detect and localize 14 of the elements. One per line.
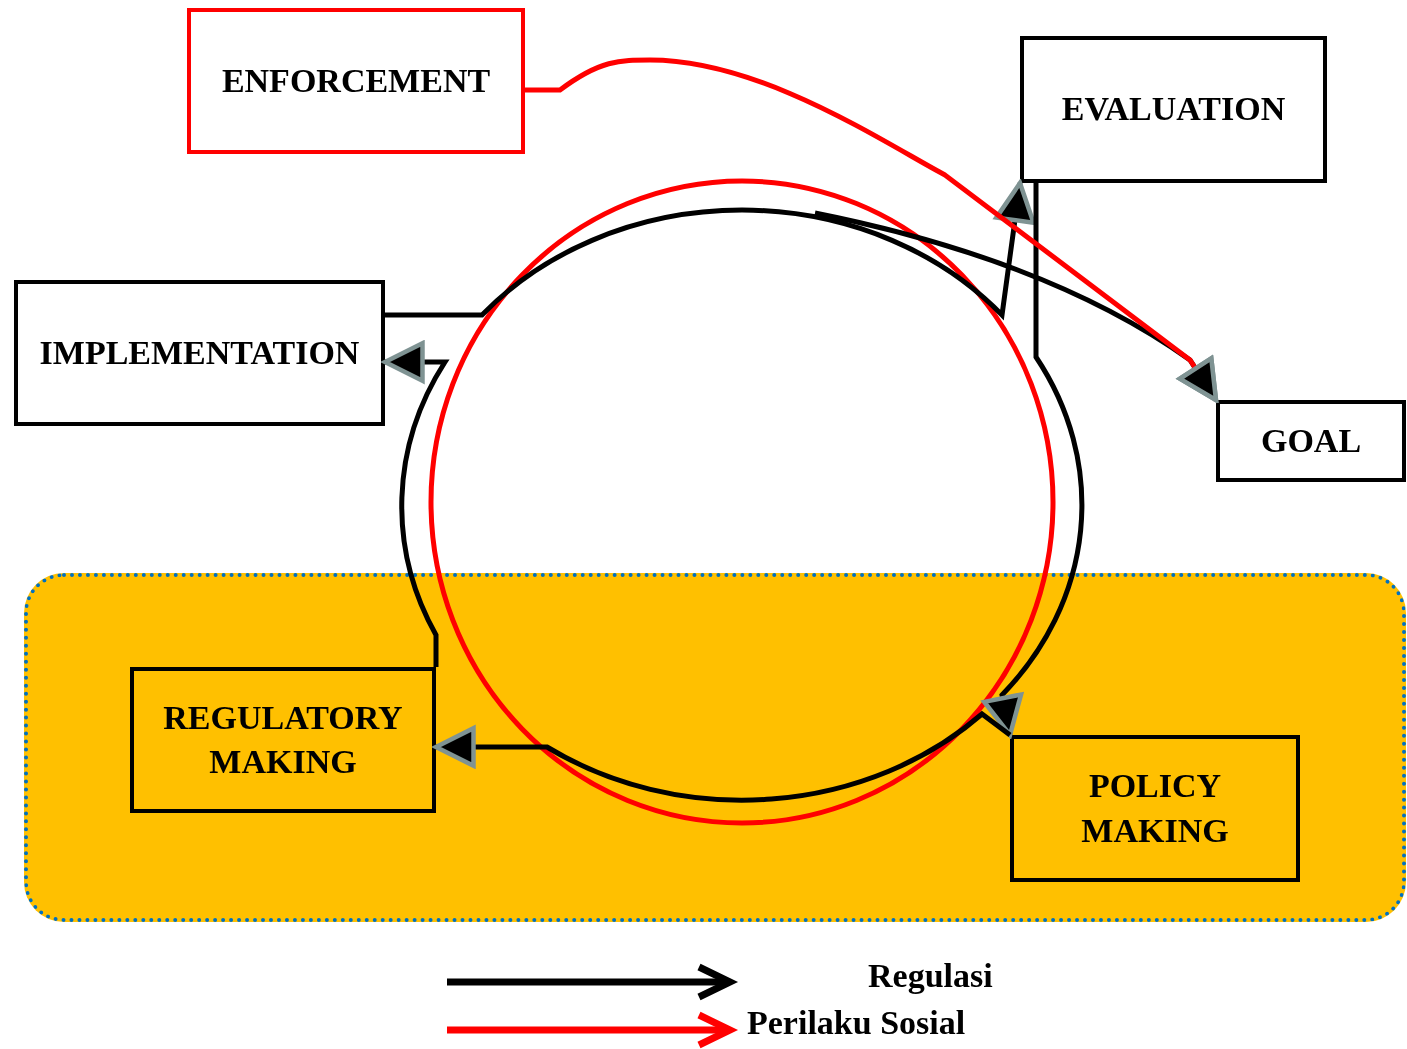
arrow (382, 341, 448, 667)
highlight-band (24, 573, 1406, 922)
arrow (982, 183, 1085, 738)
arrow (433, 711, 1012, 803)
arrow (385, 180, 1036, 318)
legend-label: Regulasi (868, 957, 993, 995)
evaluation-box: EVALUATION (1020, 36, 1327, 183)
implementation-box: IMPLEMENTATION (14, 280, 385, 426)
policy-box: POLICY MAKING (1010, 735, 1300, 882)
goal-box: GOAL (1216, 400, 1406, 482)
regulatory-box: REGULATORY MAKING (130, 667, 436, 813)
legend-label: Perilaku Sosial (747, 1004, 966, 1042)
enforcement-box: ENFORCEMENT (187, 8, 525, 154)
arrow (525, 57, 1219, 403)
